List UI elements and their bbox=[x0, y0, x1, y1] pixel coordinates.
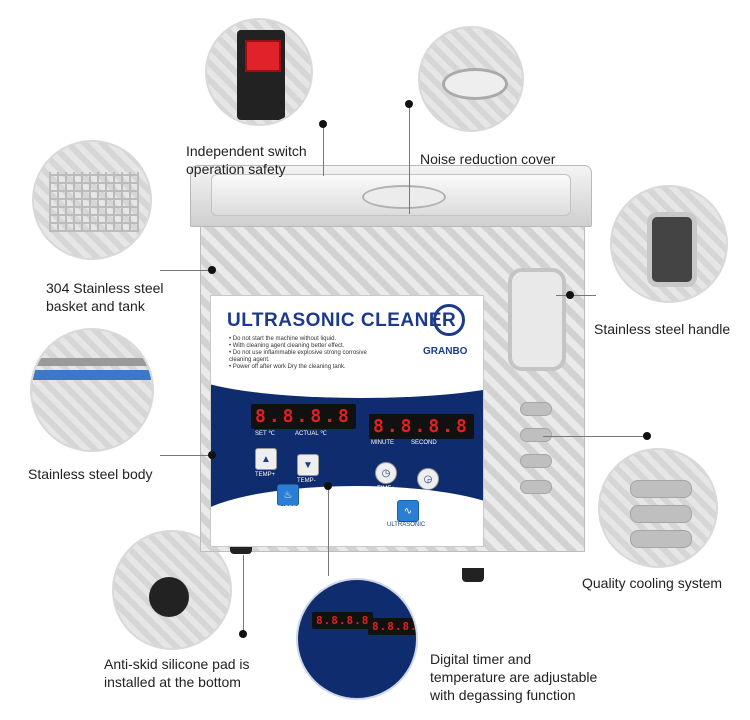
body-callout: Stainless steel body bbox=[28, 466, 153, 482]
timer-detail-circle: 8.8.8.8 8.8.8.8 bbox=[296, 578, 418, 700]
heater-button[interactable]: ♨ bbox=[277, 484, 299, 506]
timer-detail-led-right: 8.8.8.8 bbox=[368, 618, 416, 635]
granbo-logo-icon bbox=[433, 304, 465, 336]
timer-detail-led-left: 8.8.8.8 bbox=[312, 612, 374, 629]
lid-knob-icon bbox=[362, 185, 446, 209]
machine-lid bbox=[190, 165, 592, 227]
temp-plus-button[interactable]: ▲ bbox=[255, 448, 277, 470]
cooling-detail-circle bbox=[598, 448, 718, 568]
time-minus-label: TIME- bbox=[419, 492, 436, 498]
set-label: SET ℃ bbox=[255, 431, 275, 437]
foot-right bbox=[462, 568, 484, 582]
body-detail-circle bbox=[30, 328, 154, 452]
panel-title: ULTRASONIC CLEANER bbox=[227, 310, 457, 331]
temp-minus-button[interactable]: ▼ bbox=[297, 454, 319, 476]
actual-label: ACTUAL ℃ bbox=[295, 431, 327, 437]
ultrasonic-label: ULTRASONIC bbox=[387, 522, 426, 528]
temp-plus-label: TEMP+ bbox=[255, 472, 276, 478]
second-label: SECOND bbox=[411, 440, 437, 446]
temp-display: 8.8.8.8 bbox=[251, 404, 356, 429]
side-handle-icon bbox=[508, 268, 566, 371]
brand-label: GRANBO bbox=[423, 346, 468, 357]
heater-label: HEATER bbox=[273, 506, 297, 512]
panel-notes: • Do not start the machine without liqui… bbox=[229, 336, 367, 370]
minute-label: MINUTE bbox=[371, 440, 394, 446]
time-plus-button[interactable]: ◷ bbox=[375, 462, 397, 484]
switch-detail-circle bbox=[205, 18, 313, 126]
time-minus-button[interactable]: ◶ bbox=[417, 468, 439, 490]
handle-callout: Stainless steel handle bbox=[594, 321, 731, 337]
control-panel: ULTRASONIC CLEANER • Do not start the ma… bbox=[210, 295, 484, 547]
basket-detail-circle bbox=[32, 140, 152, 260]
cover-callout: Noise reduction cover bbox=[420, 151, 556, 167]
cover-detail-circle bbox=[418, 26, 524, 132]
cooling-callout: Quality cooling system bbox=[582, 575, 723, 591]
time-display: 8.8.8.8 bbox=[369, 414, 474, 439]
temp-minus-label: TEMP- bbox=[297, 478, 316, 484]
handle-detail-circle bbox=[610, 185, 728, 303]
ultrasonic-button[interactable]: ∿ bbox=[397, 500, 419, 522]
time-plus-label: TIME+ bbox=[377, 486, 395, 492]
power-switch-icon bbox=[237, 30, 285, 120]
